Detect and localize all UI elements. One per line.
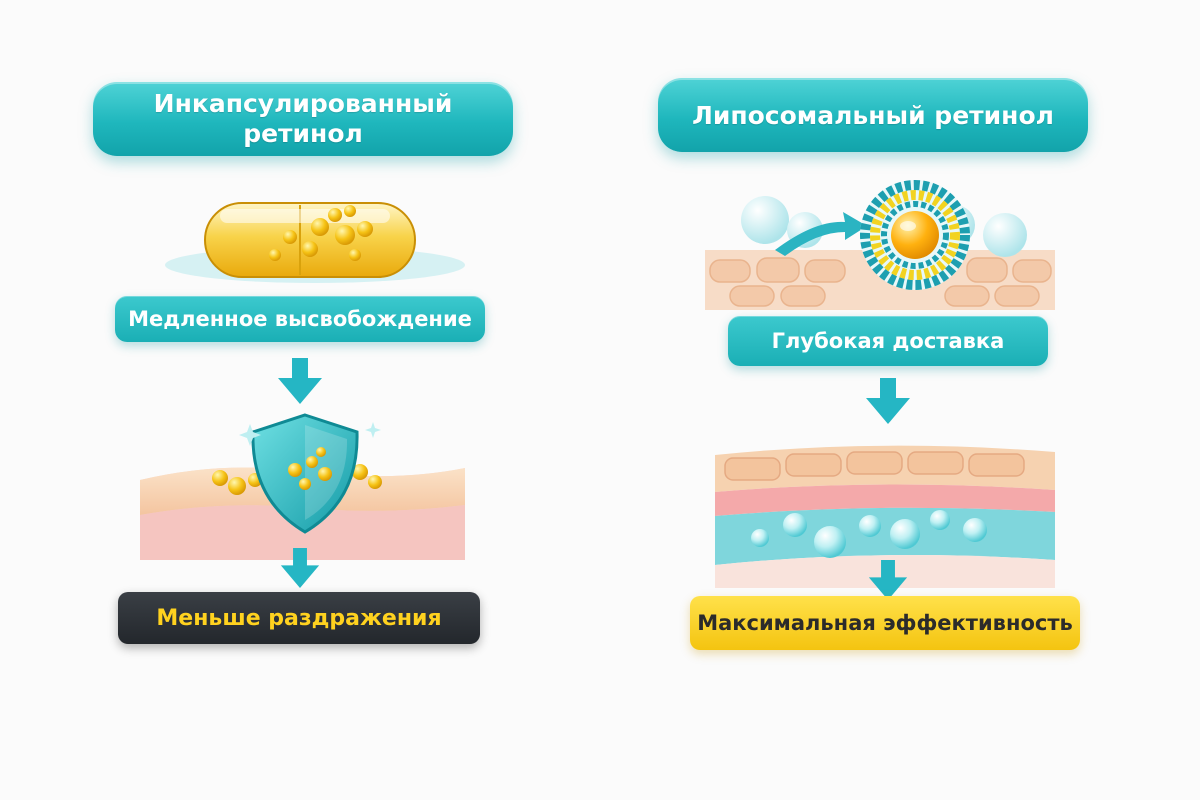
left-step-label: Медленное высвобождение	[115, 296, 485, 342]
capsule-icon	[165, 202, 465, 283]
arrow-down-icon	[280, 548, 320, 588]
liposome-icon	[705, 180, 1055, 310]
right-title: Липосомальный ретинол	[658, 78, 1088, 152]
right-step-label: Глубокая доставка	[728, 316, 1048, 366]
arrow-down-icon	[868, 560, 908, 600]
left-result-label: Меньше раздражения	[118, 592, 480, 644]
shield-icon	[140, 413, 465, 560]
left-title: Инкапсулированный ретинол	[93, 82, 513, 156]
right-result-label: Максимальная эффективность	[690, 596, 1080, 650]
arrow-down-icon	[866, 378, 910, 424]
arrow-down-icon	[278, 358, 322, 404]
